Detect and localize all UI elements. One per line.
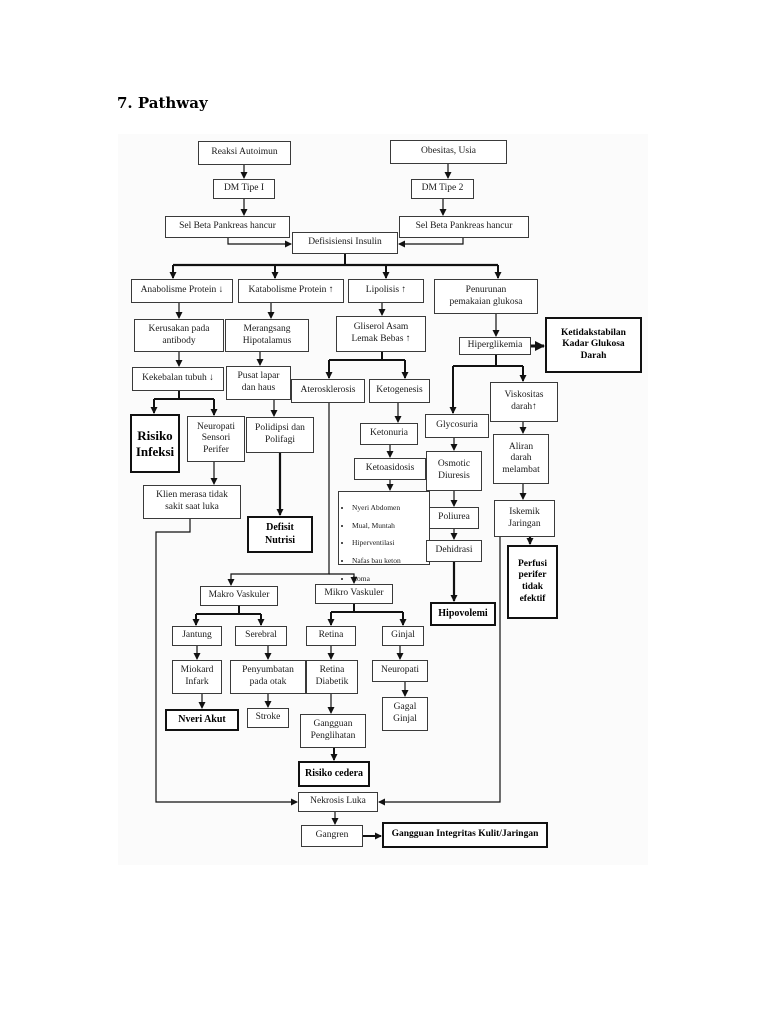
node-ginjal: Ginjal bbox=[382, 626, 424, 646]
node-retina: Retina bbox=[306, 626, 356, 646]
node-katabolisme-protein: Katabolisme Protein ↑ bbox=[238, 279, 344, 303]
node-defisiensi-insulin: Defisisiensi Insulin bbox=[292, 232, 398, 254]
page-heading: 7. Pathway bbox=[117, 94, 208, 112]
node-makro-vaskuler: Makro Vaskuler bbox=[200, 586, 278, 606]
symptom-list: Nyeri Abdomen Mual, Muntah Hiperventilas… bbox=[343, 495, 401, 592]
edge-klien-nekrosis bbox=[155, 519, 298, 806]
node-neuropati-sensori: Neuropati Sensori Perifer bbox=[187, 416, 245, 462]
node-hiperglikemia: Hiperglikemia bbox=[459, 337, 531, 355]
node-neuropati: Neuropati bbox=[372, 660, 428, 682]
node-gangguan-penglihatan: Gangguan Penglihatan bbox=[300, 714, 366, 748]
edge-iskemik-nekrosis bbox=[378, 537, 501, 806]
node-nyeri-akut: Nveri Akut bbox=[165, 709, 239, 731]
node-gliserol: Gliserol Asam Lemak Bebas ↑ bbox=[336, 316, 426, 352]
edge-selbeta1-defisiensi bbox=[227, 238, 292, 248]
symptom-item: Nyeri Abdomen bbox=[352, 503, 401, 513]
node-gagal-ginjal: Gagal Ginjal bbox=[382, 697, 428, 731]
node-risiko-cedera: Risiko cedera bbox=[298, 761, 370, 787]
node-ketoasidosis: Ketoasidosis bbox=[354, 458, 426, 480]
node-nekrosis-luka: Nekrosis Luka bbox=[298, 792, 378, 812]
node-ketidakstabilan: Ketidakstabilan Kadar Glukosa Darah bbox=[545, 317, 642, 373]
node-polidipsi: Polidipsi dan Polifagi bbox=[246, 417, 314, 453]
pathway-diagram: Reaksi Autoimun Obesitas, Usia DM Tipe I… bbox=[118, 134, 648, 865]
node-obesitas-usia: Obesitas, Usia bbox=[390, 140, 507, 164]
symptom-item: Hiperventilasi bbox=[352, 538, 401, 548]
node-pusat-lapar: Pusat lapar dan haus bbox=[226, 366, 291, 400]
node-klien-merasa: Klien merasa tidak sakit saat luka bbox=[143, 485, 241, 519]
node-viskositas: Viskositas darah↑ bbox=[490, 382, 558, 422]
node-sel-beta-1: Sel Beta Pankreas hancur bbox=[165, 216, 290, 238]
node-glycosuria: Glycosuria bbox=[425, 414, 489, 438]
node-retina-diabetik: Retina Diabetik bbox=[306, 660, 358, 694]
node-risiko-infeksi: Risiko Infeksi bbox=[130, 414, 180, 473]
node-dm-tipe-2: DM Tipe 2 bbox=[411, 179, 474, 199]
symptom-item: Coma bbox=[352, 574, 401, 584]
node-lipolisis: Lipolisis ↑ bbox=[348, 279, 424, 303]
node-serebral: Serebral bbox=[235, 626, 287, 646]
node-symptom-list: Nyeri Abdomen Mual, Muntah Hiperventilas… bbox=[338, 491, 430, 582]
node-merangsang-hipotalamus: Merangsang Hipotalamus bbox=[225, 319, 309, 352]
edge-atero-down bbox=[227, 403, 330, 586]
node-anabolisme-protein: Anabolisme Protein ↓ bbox=[131, 279, 233, 303]
edge-selbeta2-defisiensi bbox=[398, 238, 464, 248]
node-perfusi-perifer: Perfusi perifer tidak efektif bbox=[507, 545, 558, 619]
node-poliurea: Poliurea bbox=[429, 507, 479, 529]
node-dm-tipe-1: DM Tipe I bbox=[213, 179, 275, 199]
node-iskemik-jaringan: Iskemik Jaringan bbox=[494, 500, 555, 537]
node-ketonuria: Ketonuria bbox=[360, 423, 418, 445]
node-mikro-vaskuler: Mikro Vaskuler bbox=[315, 584, 393, 604]
node-miokard-infark: Miokard Infark bbox=[172, 660, 222, 694]
node-stroke: Stroke bbox=[247, 708, 289, 728]
node-osmotic-diuresis: Osmotic Diuresis bbox=[426, 451, 482, 491]
node-gangguan-integritas: Gangguan Integritas Kulit/Jaringan bbox=[382, 822, 548, 848]
node-penurunan-glukosa: Penurunan pemakaian glukosa bbox=[434, 279, 538, 314]
symptom-item: Mual, Muntah bbox=[352, 521, 401, 531]
node-kekebalan-tubuh: Kekebalan tubuh ↓ bbox=[132, 367, 224, 391]
edge-atero-mikro bbox=[329, 573, 358, 584]
node-aterosklerosis: Aterosklerosis bbox=[291, 379, 365, 403]
node-jantung: Jantung bbox=[172, 626, 222, 646]
node-dehidrasi: Dehidrasi bbox=[426, 540, 482, 562]
node-defisit-nutrisi: Defisit Nutrisi bbox=[247, 516, 313, 553]
node-aliran-darah: Aliran darah melambat bbox=[493, 434, 549, 484]
symptom-item: Nafas bau keton bbox=[352, 556, 401, 566]
node-kerusakan-antibody: Kerusakan pada antibody bbox=[134, 319, 224, 352]
node-ketogenesis: Ketogenesis bbox=[369, 379, 430, 403]
node-reaksi-autoimun: Reaksi Autoimun bbox=[198, 141, 291, 165]
node-gangren: Gangren bbox=[301, 825, 363, 847]
node-sel-beta-2: Sel Beta Pankreas hancur bbox=[399, 216, 529, 238]
node-hipovolemi: Hipovolemi bbox=[430, 602, 496, 626]
node-penyumbatan-otak: Penyumbatan pada otak bbox=[230, 660, 306, 694]
edges-layer bbox=[150, 164, 545, 840]
